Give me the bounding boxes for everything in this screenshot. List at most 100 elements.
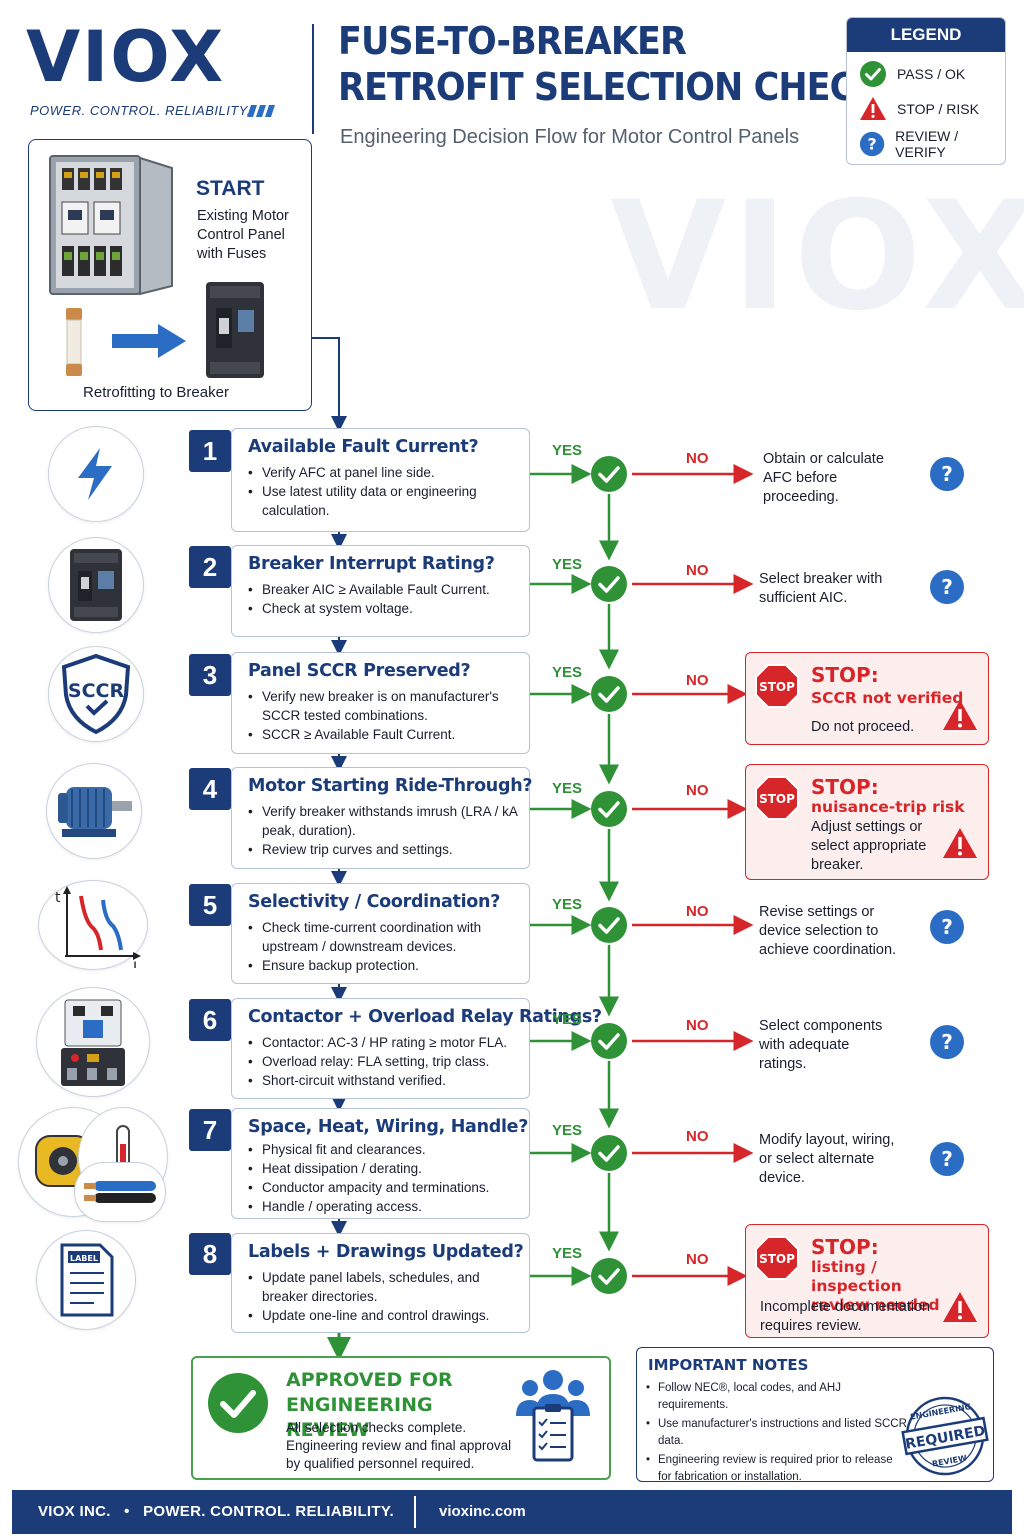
step-3-bullet: SCCR ≥ Available Fault Current. (248, 725, 519, 744)
step-5-bullet: Check time-current coordination with ups… (248, 918, 519, 956)
no-label: NO (686, 1251, 709, 1268)
step-1-title: Available Fault Current? (248, 437, 479, 457)
question-circle-icon: ? (930, 910, 964, 944)
no-label: NO (686, 672, 709, 689)
check-circle-icon (591, 676, 627, 712)
question-circle-icon: ? (930, 1025, 964, 1059)
logo-bars-icon (247, 105, 275, 117)
step-6-bullet: Short-circuit withstand verified. (248, 1071, 519, 1090)
no-label: NO (686, 782, 709, 799)
svg-text:?: ? (867, 134, 876, 153)
step-6-box: Contactor + Overload Relay Ratings? Cont… (231, 998, 602, 1099)
yes-label: YES (552, 1245, 583, 1262)
check-circle-icon (591, 1135, 627, 1171)
sccr-shield-text: SCCR (68, 680, 125, 702)
note-item: Follow NEC®, local codes, and AHJ requir… (646, 1380, 908, 1413)
check-circle-icon (591, 566, 627, 602)
company-tagline: POWER. CONTROL. RELIABILITY. (30, 103, 251, 118)
yes-label: YES (552, 1122, 583, 1139)
step-3-bullet: Verify new breaker is on manufacturer's … (248, 687, 519, 725)
step-8-stop-subtitle: listing / inspection review needed (811, 1258, 940, 1314)
label-document-icon: LABEL (36, 1230, 136, 1330)
step-3-stop-title: STOP: (811, 663, 879, 687)
motor-icon (46, 763, 142, 859)
fuse-icon (66, 308, 82, 376)
start-title: START (196, 177, 265, 200)
flow-connectors (312, 337, 754, 1361)
step-7-bullet: Physical fit and clearances. (248, 1140, 519, 1159)
step-1-bullet: Verify AFC at panel line side. (248, 463, 519, 482)
question-circle-icon: ? (859, 131, 885, 156)
step-7-bullet: Handle / operating access. (248, 1197, 519, 1216)
step-5-title: Selectivity / Coordination? (248, 892, 501, 912)
important-notes-title: IMPORTANT NOTES (648, 1356, 809, 1374)
yes-label: YES (552, 442, 583, 459)
warning-triangle-icon (943, 700, 977, 730)
lightning-icon (48, 426, 144, 522)
step-7-box: Space, Heat, Wiring, Handle? Physical fi… (231, 1108, 530, 1219)
warning-triangle-icon (943, 1292, 977, 1322)
legend-item-pass: PASS / OK (847, 56, 1005, 91)
yes-label: YES (552, 556, 583, 573)
step-number-8: 8 (189, 1233, 231, 1275)
legend-label-stop: STOP / RISK (897, 100, 979, 117)
yes-label: YES (552, 896, 583, 913)
step-6-bullet: Overload relay: FLA setting, trip class. (248, 1052, 519, 1071)
note-item: Use manufacturer's instructions and list… (646, 1416, 908, 1449)
approved-description: All selection checks complete. Engineeri… (286, 1420, 512, 1471)
step-7-title: Space, Heat, Wiring, Handle? (248, 1117, 529, 1137)
retrofit-caption: Retrofitting to Breaker (83, 384, 229, 401)
step-number-5: 5 (189, 884, 231, 926)
note-item: Engineering review is required prior to … (646, 1452, 908, 1485)
step-8-stop-box: STOP STOP: listing / inspection review n… (745, 1224, 989, 1338)
step-2-outcome: Select breaker with sufficient AIC. (759, 571, 883, 606)
svg-text:?: ? (941, 462, 953, 486)
step-4-stop-box: STOP STOP: nuisance-trip risk Adjust set… (745, 764, 989, 880)
step-6-bullet: Contactor: AC-3 / HP rating ≥ motor FLA. (248, 1033, 519, 1052)
step-4-box: Motor Starting Ride-Through? Verify brea… (231, 767, 533, 869)
step-1-outcome: Obtain or calculate AFC before proceedin… (763, 451, 884, 505)
page-subtitle: Engineering Decision Flow for Motor Cont… (340, 126, 800, 148)
question-circle-icon: ? (930, 570, 964, 604)
step-number-3: 3 (189, 654, 231, 696)
company-logo: VIOX (26, 16, 226, 98)
step-4-bullet: Verify breaker withstands imrush (LRA / … (248, 802, 519, 840)
step-4-stop-body: Adjust settings or select appropriate br… (811, 819, 927, 873)
no-label: NO (686, 450, 709, 467)
no-label: NO (686, 1017, 709, 1034)
step-4-stop-subtitle: nuisance-trip risk (811, 798, 965, 816)
start-description: Existing Motor Control Panel with Fuses (197, 208, 289, 262)
contactor-icon (36, 987, 150, 1097)
legend-label-pass: PASS / OK (897, 65, 966, 82)
approved-title: APPROVED FOR ENGINEERING REVIEW (286, 1369, 453, 1441)
step-8-bullet: Update panel labels, schedules, and brea… (248, 1268, 519, 1306)
sccr-shield-icon: SCCR (48, 646, 144, 742)
footer-divider (414, 1496, 416, 1528)
trip-curve-axis-t: t (55, 890, 61, 906)
arrow-right-icon (112, 324, 186, 358)
step-2-bullet: Check at system voltage. (248, 599, 519, 618)
step-2-box: Breaker Interrupt Rating? Breaker AIC ≥ … (231, 545, 530, 637)
stop-sign-text: STOP (759, 792, 795, 806)
step-3-box: Panel SCCR Preserved? Verify new breaker… (231, 652, 530, 754)
step-number-6: 6 (189, 999, 231, 1041)
stop-sign-icon: STOP (755, 776, 799, 820)
trip-curve-axis-i: I (133, 960, 137, 968)
legend-item-review: ? REVIEW / VERIFY (847, 126, 1005, 161)
svg-text:?: ? (941, 915, 953, 939)
warning-triangle-icon (860, 96, 886, 120)
step-number-2: 2 (189, 546, 231, 588)
step-3-stop-subtitle: SCCR not verified (811, 689, 964, 707)
step-5-bullet: Ensure backup protection. (248, 956, 519, 975)
step-number-7: 7 (189, 1109, 231, 1151)
question-circle-icon: ? (930, 457, 964, 491)
breaker-icon (48, 537, 144, 633)
step-3-stop-box: STOP STOP: SCCR not verified Do not proc… (745, 652, 989, 745)
question-circle-icon: ? (930, 1142, 964, 1176)
step-3-stop-body: Do not proceed. (811, 719, 915, 735)
motor-control-panel-icon (49, 155, 173, 296)
step-7-bullet: Conductor ampacity and terminations. (248, 1178, 519, 1197)
step-6-outcome: Select components with adequate ratings. (759, 1018, 883, 1072)
footer-website-link[interactable]: vioxinc.com (439, 1503, 526, 1520)
